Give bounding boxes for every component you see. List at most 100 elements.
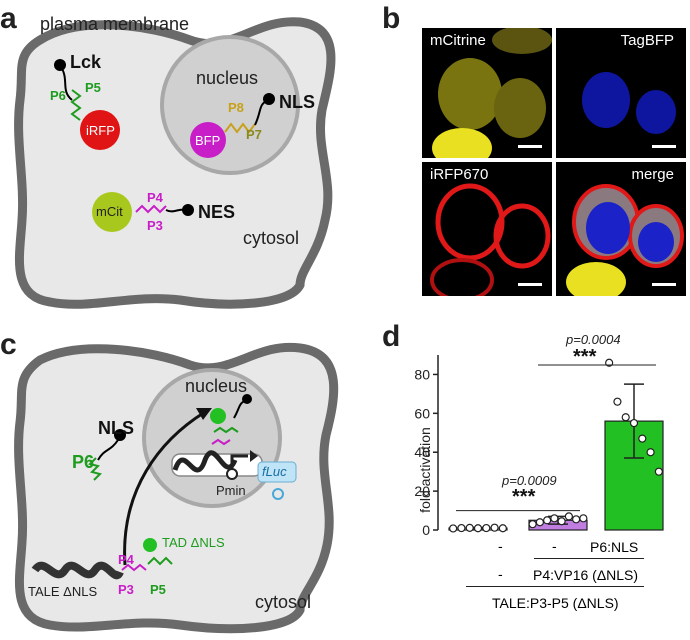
- import-arrow: [123, 410, 206, 566]
- point-1-6: [490, 523, 499, 532]
- point-1-5: [482, 523, 491, 533]
- tile-irfp670-cells: [430, 183, 551, 296]
- point-2-6: [564, 512, 573, 521]
- label-tad: TAD ΔNLS: [162, 535, 225, 550]
- point-2-4: [550, 514, 559, 523]
- tile-tagbfp-cells: [582, 72, 676, 134]
- point-2-8: [579, 514, 588, 523]
- point-2-2: [535, 518, 544, 527]
- panel-a-diagram: [14, 17, 336, 309]
- tile-irfp670: iRFP670: [422, 162, 552, 296]
- point-1-2: [457, 523, 466, 533]
- coil-p6p5: [70, 89, 82, 121]
- tile-mcitrine-cells: [432, 28, 552, 158]
- label-nucleus-c: nucleus: [185, 376, 248, 396]
- label-p7: P7: [246, 127, 262, 142]
- tile-label-merge: merge: [631, 166, 674, 183]
- panel-letter-b: b: [382, 2, 401, 35]
- tile-label-mcitrine: mCitrine: [430, 32, 486, 49]
- scalebar-3: [518, 283, 542, 286]
- pval-top: p=0.0004: [566, 332, 621, 347]
- point-2-7: [572, 515, 581, 524]
- point-1-7: [498, 524, 507, 533]
- point-3-4: [629, 418, 639, 428]
- point-3-7: [654, 467, 663, 476]
- row-tale: TALE:P3-P5 (ΔNLS): [492, 595, 619, 611]
- point-2-1: [528, 520, 537, 529]
- row2-dash: -: [498, 566, 503, 582]
- label-pmin: Pmin: [216, 483, 246, 498]
- stars-mid: ***: [512, 486, 536, 508]
- label-plasma-membrane: plasma membrane: [40, 14, 190, 34]
- bfp-circle: [190, 122, 226, 158]
- row-p6nls: P6:NLS: [590, 539, 639, 555]
- point-1-3: [465, 523, 474, 532]
- tile-mcitrine: mCitrine: [422, 28, 552, 158]
- pval-mid: p=0.0009: [502, 473, 557, 488]
- y-tick-label: 60: [414, 405, 430, 421]
- point-3-5: [638, 434, 647, 443]
- label-p3-c: P3: [118, 582, 134, 597]
- panel-letter-a: a: [0, 2, 17, 35]
- scalebar-2: [652, 145, 676, 148]
- panel-letter-d: d: [382, 320, 401, 353]
- panel-c-diagram: [14, 342, 339, 634]
- label-p4-a: P4: [147, 190, 163, 205]
- light-icon: [272, 488, 284, 500]
- tile-merge: merge: [556, 162, 686, 296]
- y-tick-label: 80: [414, 366, 430, 382]
- nls-dot-a: [263, 93, 275, 105]
- y-tick-label: 20: [414, 483, 430, 499]
- label-p6-c: P6: [72, 452, 95, 472]
- label-nes: NES: [198, 202, 236, 222]
- label-mcit: mCit: [96, 204, 123, 219]
- panel-letter-c: c: [0, 328, 17, 361]
- point-2-5: [557, 517, 566, 526]
- stars-top: ***: [573, 346, 597, 368]
- row2-line: [534, 558, 644, 559]
- coil-p8p7: [224, 122, 256, 134]
- mcit-circle: [92, 192, 132, 232]
- label-tale: TALE ΔNLS: [28, 584, 98, 599]
- label-p5-c: P5: [150, 582, 166, 597]
- label-p5-a: P5: [85, 80, 101, 95]
- coil-p4p3: [135, 204, 167, 214]
- dna-helix: [172, 450, 238, 473]
- nes-dot: [182, 204, 194, 216]
- label-nucleus-a: nucleus: [196, 68, 259, 88]
- y-tick-label: 0: [422, 522, 430, 538]
- row3-line: [466, 586, 644, 587]
- irfp-circle: [80, 110, 120, 150]
- point-3-2: [613, 397, 622, 406]
- tile-tagbfp: TagBFP: [556, 28, 686, 158]
- y-tick-label: 40: [414, 444, 430, 460]
- row1-dash-2: -: [552, 538, 557, 554]
- label-nls-c: NLS: [98, 418, 134, 438]
- label-fluc: fLuc: [262, 464, 287, 479]
- row-p4vp16: P4:VP16 (ΔNLS): [533, 567, 639, 583]
- label-lck: Lck: [70, 52, 102, 72]
- nls-dot-c: [114, 429, 126, 441]
- row1-dash-1: -: [498, 538, 503, 554]
- scalebar-1: [518, 145, 542, 148]
- label-p8: P8: [228, 100, 244, 115]
- chart-d: 0 20 40 60 80: [414, 355, 664, 538]
- scalebar-4: [652, 283, 676, 286]
- label-cytosol-a: cytosol: [243, 228, 300, 248]
- tile-label-tagbfp: TagBFP: [620, 32, 674, 49]
- label-irfp: iRFP: [86, 123, 115, 138]
- label-nls-a: NLS: [279, 92, 315, 112]
- label-p4-c: P4: [118, 552, 134, 567]
- point-3-3: [621, 413, 630, 422]
- tale-helix: [31, 561, 124, 580]
- label-p3-a: P3: [147, 218, 163, 233]
- point-1-4: [473, 524, 483, 533]
- tile-label-irfp670: iRFP670: [430, 166, 489, 183]
- tad-dot: [143, 538, 157, 552]
- tile-merge-cells: [566, 184, 684, 296]
- label-p6-a: P6: [50, 88, 66, 103]
- point-3-6: [646, 448, 655, 457]
- fluc-box: [257, 461, 297, 483]
- point-1-1: [449, 524, 458, 533]
- point-2-3: [543, 516, 552, 525]
